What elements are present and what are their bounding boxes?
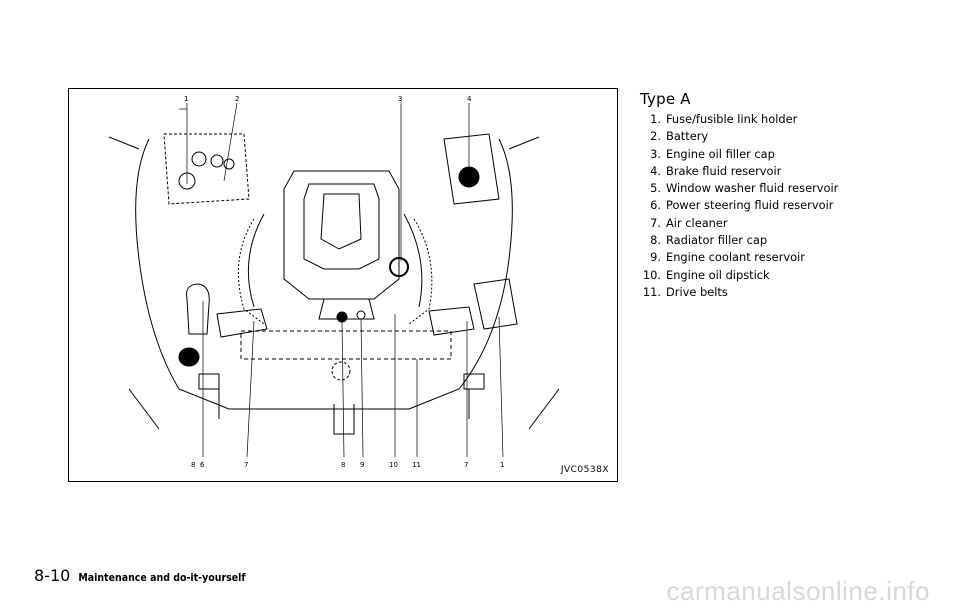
legend-item-number: 6. bbox=[650, 198, 661, 213]
legend-title: Type A bbox=[640, 90, 691, 108]
legend-item: 1. Fuse/fusible link holder bbox=[640, 111, 940, 128]
legend-item-text: Battery bbox=[666, 129, 709, 144]
legend-item-text: Engine oil dipstick bbox=[666, 267, 770, 282]
callout-bottom-11: 11 bbox=[412, 461, 421, 469]
legend-panel: Type A 1. Fuse/fusible link holder 2. Batt… bbox=[640, 90, 940, 301]
callout-top-3: 3 bbox=[398, 95, 402, 103]
legend-item-number: 3. bbox=[650, 146, 661, 161]
callout-bottom-8: 8 bbox=[341, 461, 345, 469]
legend-item: 6. Power steering fluid reservoir bbox=[640, 197, 940, 214]
watermark: carmanualsonline.info bbox=[666, 576, 930, 606]
figure-code: JVC0538X bbox=[560, 465, 609, 475]
legend-item: 4. Brake fluid reservoir bbox=[640, 163, 940, 180]
callout-bottom-9: 9 bbox=[360, 461, 364, 469]
engine-diagram: 1 2 3 4 8 6 7 8 9 10 11 7 1 bbox=[108, 95, 560, 469]
callout-bottom-7b: 7 bbox=[464, 461, 468, 469]
callout-top-4: 4 bbox=[467, 95, 472, 103]
legend-item-text: Air cleaner bbox=[666, 215, 728, 230]
engine-cover bbox=[283, 170, 400, 300]
page-number: 8-10 bbox=[34, 566, 71, 585]
legend-item-text: Power steering fluid reservoir bbox=[666, 198, 834, 213]
legend-item-number: 4. bbox=[650, 163, 661, 178]
legend-item: 9. Engine coolant reservoir bbox=[640, 249, 940, 266]
legend-item-number: 11. bbox=[642, 284, 661, 299]
legend-item-text: Radiator filler cap bbox=[666, 233, 768, 248]
legend-item-text: Window washer fluid reservoir bbox=[666, 181, 839, 196]
page-footer: 8-10 Maintenance and do-it-yourself bbox=[34, 566, 246, 585]
legend-item-text: Fuse/fusible link holder bbox=[666, 112, 798, 126]
legend-item-text: Drive belts bbox=[666, 284, 728, 299]
legend-item: 2. Battery bbox=[640, 128, 940, 145]
legend-item: 10. Engine oil dipstick bbox=[640, 267, 940, 284]
engine-compartment-figure: 1 2 3 4 8 6 7 8 9 10 11 7 1 JVC0538X bbox=[68, 88, 618, 482]
hood-outline bbox=[135, 138, 513, 410]
air-cleaner-left bbox=[216, 308, 268, 338]
legend-item-text: Engine oil filler cap bbox=[666, 146, 775, 161]
legend-item-number: 1. bbox=[650, 112, 661, 126]
callout-bottom-10: 10 bbox=[389, 461, 398, 469]
battery-area bbox=[163, 133, 250, 205]
oil-filler-cap bbox=[389, 257, 409, 277]
legend-item-text: Brake fluid reservoir bbox=[666, 163, 782, 178]
callout-bottom-8a: 8 bbox=[191, 461, 195, 469]
fuse-box-right bbox=[473, 278, 518, 330]
legend-item-number: 10. bbox=[642, 267, 661, 282]
legend-item-number: 9. bbox=[650, 250, 661, 265]
washer-reservoir bbox=[178, 347, 200, 367]
radiator-cap bbox=[336, 311, 348, 323]
legend-item-number: 8. bbox=[650, 233, 661, 248]
legend-item: 11. Drive belts bbox=[640, 284, 940, 301]
air-cleaner-right bbox=[428, 306, 475, 336]
legend-list: 1. Fuse/fusible link holder 2. Battery 3. E… bbox=[640, 111, 940, 301]
drive-belts-area bbox=[240, 330, 452, 360]
callout-bottom-6: 6 bbox=[200, 461, 205, 469]
callout-bottom-7a: 7 bbox=[244, 461, 248, 469]
callout-top-1: 1 bbox=[184, 95, 188, 103]
callout-top-2: 2 bbox=[235, 95, 239, 103]
section-title: Maintenance and do-it-yourself bbox=[78, 572, 246, 584]
legend-item-text: Engine coolant reservoir bbox=[666, 250, 805, 265]
legend-item: 8. Radiator filler cap bbox=[640, 232, 940, 249]
legend-item-number: 5. bbox=[650, 181, 661, 196]
legend-item-number: 2. bbox=[650, 129, 661, 144]
legend-item: 3. Engine oil filler cap bbox=[640, 146, 940, 163]
legend-item: 5. Window washer fluid reservoir bbox=[640, 180, 940, 197]
callout-bottom-1: 1 bbox=[500, 461, 504, 469]
coolant-reservoir bbox=[331, 361, 351, 381]
legend-item-number: 7. bbox=[650, 215, 661, 230]
power-steering-reservoir bbox=[186, 283, 210, 335]
legend-item: 7. Air cleaner bbox=[640, 215, 940, 232]
